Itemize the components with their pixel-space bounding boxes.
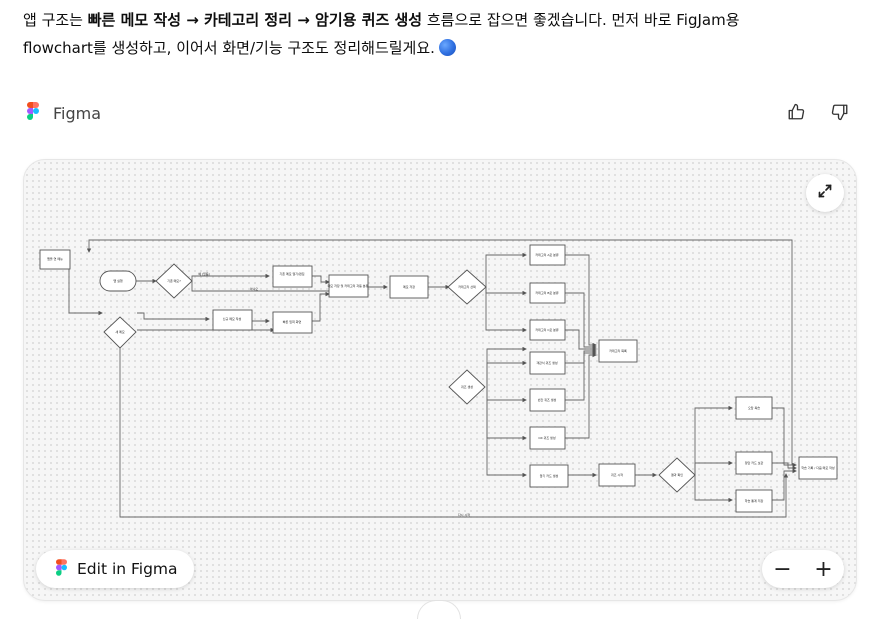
node-end: 학습 기록 / 다음 메모 작성 xyxy=(801,465,835,470)
node-start: 앱 실행 xyxy=(113,278,122,283)
edit-in-figma-label: Edit in Figma xyxy=(77,560,178,578)
edit-in-figma-button[interactable]: Edit in Figma xyxy=(36,550,194,588)
node-merge: 메모 저장 및 카테고리 자동 분류 xyxy=(328,283,369,288)
app-name: Figma xyxy=(53,103,102,123)
figma-logo-icon xyxy=(56,558,67,580)
node-edit: 기존 메모 열기/편집 xyxy=(280,271,305,276)
expand-icon xyxy=(817,183,833,203)
zoom-out-button[interactable]: − xyxy=(773,556,792,582)
node-cat-c: 카테고리 C로 분류 xyxy=(535,327,559,332)
node-run: 퀴즈 시작 xyxy=(611,472,623,477)
edge-label-no: 아니오 xyxy=(250,286,259,291)
figma-logo-icon xyxy=(27,102,39,124)
node-out-1: 오답 복습 xyxy=(748,405,760,410)
thumbs-down-icon[interactable] xyxy=(828,100,852,124)
assistant-message: 앱 구조는 빠른 메모 작성 → 카테고리 정리 → 암기용 퀴즈 생성 흐름으… xyxy=(23,6,843,62)
node-decision-2: 새 메모 xyxy=(115,329,124,334)
node-decision-3: 카테고리 선택 xyxy=(458,284,476,289)
thumbs-up-icon[interactable] xyxy=(784,100,808,124)
message-text: 앱 구조는 xyxy=(23,11,88,29)
app-attribution: Figma xyxy=(27,100,101,126)
node-collect: 카테고리 목록 xyxy=(609,348,627,353)
message-bold-flow: 빠른 메모 작성 → 카테고리 정리 → 암기용 퀴즈 생성 xyxy=(87,11,423,29)
message-text-2: 흐름으로 잡으면 좋겠습니다. 먼저 바로 FigJam용 xyxy=(422,11,740,29)
blue-circle-emoji xyxy=(438,39,456,56)
node-decision-5: 결과 확인 xyxy=(671,472,683,477)
flowchart-diagram[interactable]: 앱을 연 메뉴 앱 실행 기존 메모? 새 메모 기존 메모 열기/편집 신규 … xyxy=(24,160,856,600)
node-quiz-3: OX 퀴즈 생성 xyxy=(538,435,555,440)
node-cat-a: 카테고리 A로 분류 xyxy=(535,252,559,257)
edge-label-yes: 예 (있음) xyxy=(198,271,210,276)
message-text-3: flowchart를 생성하고, 이어서 화면/기능 구조도 정리해드릴게요. xyxy=(23,39,435,57)
zoom-controls: − + xyxy=(762,550,844,588)
node-new-1: 신규 메모 작성 xyxy=(223,316,242,321)
node-new-2: 빠른 입력 화면 xyxy=(283,319,302,324)
expand-button[interactable] xyxy=(806,174,844,212)
figma-embed[interactable]: 앱을 연 메뉴 앱 실행 기존 메모? 새 메모 기존 메모 열기/편집 신규 … xyxy=(23,159,857,601)
node-decision-4: 퀴즈 생성 xyxy=(461,384,473,389)
node-quiz-1: 객관식 퀴즈 생성 xyxy=(536,360,557,365)
node-out-3: 학습 통계 저장 xyxy=(745,498,764,503)
node-left-menu: 앱을 연 메뉴 xyxy=(47,256,63,261)
node-decision-1: 기존 메모? xyxy=(167,278,181,283)
scroll-handle[interactable] xyxy=(417,600,461,619)
node-quiz-2: 빈칸 퀴즈 생성 xyxy=(538,397,557,402)
zoom-in-button[interactable]: + xyxy=(814,556,833,582)
node-quiz-4: 암기 카드 생성 xyxy=(540,473,559,478)
node-save: 메모 저장 xyxy=(403,284,415,289)
node-out-2: 정답 카드 보관 xyxy=(745,460,764,465)
node-cat-b: 카테고리 B로 분류 xyxy=(535,290,559,295)
edge-label-loop: 다시 시작 xyxy=(458,512,470,517)
